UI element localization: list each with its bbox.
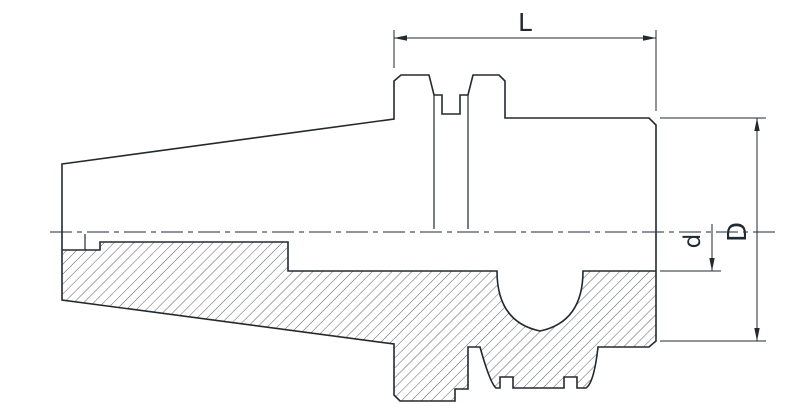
dimension-label-body-diameter: D — [723, 222, 753, 242]
arrowhead-left — [394, 35, 407, 41]
arrowhead-down — [754, 328, 760, 341]
section-hatching — [62, 242, 656, 401]
dimension-d: d — [660, 224, 721, 272]
dimension-D: D — [660, 117, 766, 342]
flange-detail-lines — [433, 95, 469, 229]
dimension-label-length: L — [518, 8, 532, 37]
bore-profile — [62, 234, 656, 332]
tool-holder-silhouette — [61, 74, 657, 402]
arrowhead-down — [709, 258, 715, 271]
dimension-label-bore-diameter: d — [680, 234, 706, 249]
hatched-material-region — [62, 242, 656, 401]
internal-bore-line — [62, 241, 656, 332]
dimension-L: L — [393, 8, 657, 111]
part-outline — [61, 74, 657, 402]
arrowhead-up — [754, 118, 760, 131]
arrowhead-right — [643, 35, 656, 41]
